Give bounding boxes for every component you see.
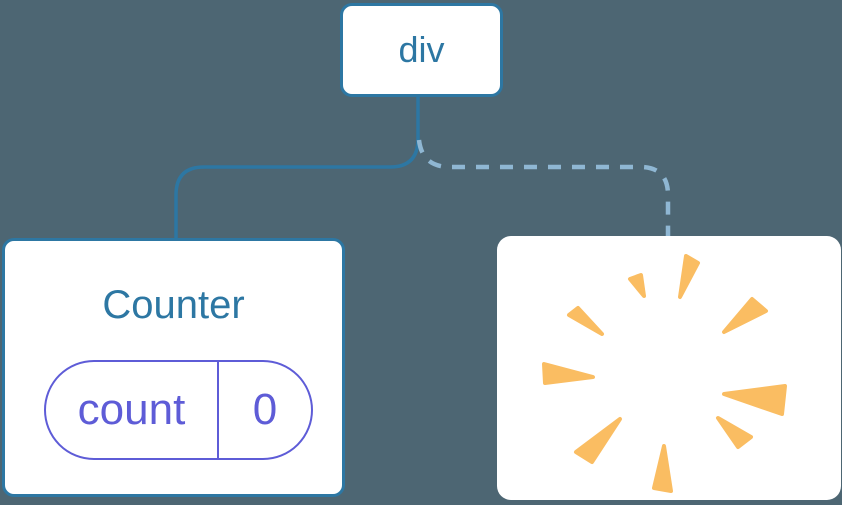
tree-node-counter: Counter count 0: [2, 238, 345, 497]
connector-dashed-line: [416, 139, 671, 237]
connector-solid-line: [174, 96, 420, 240]
pill-divider: [217, 362, 219, 458]
poof-explosion-icon: [542, 254, 787, 493]
state-value-label: 0: [252, 385, 278, 434]
tree-node-div: div: [340, 3, 503, 97]
node-div-label: div: [398, 29, 445, 70]
state-pill: count 0: [44, 360, 313, 460]
tree-node-removed: [497, 236, 841, 500]
state-key-label: count: [77, 385, 186, 434]
counter-node-title: Counter: [102, 283, 245, 327]
